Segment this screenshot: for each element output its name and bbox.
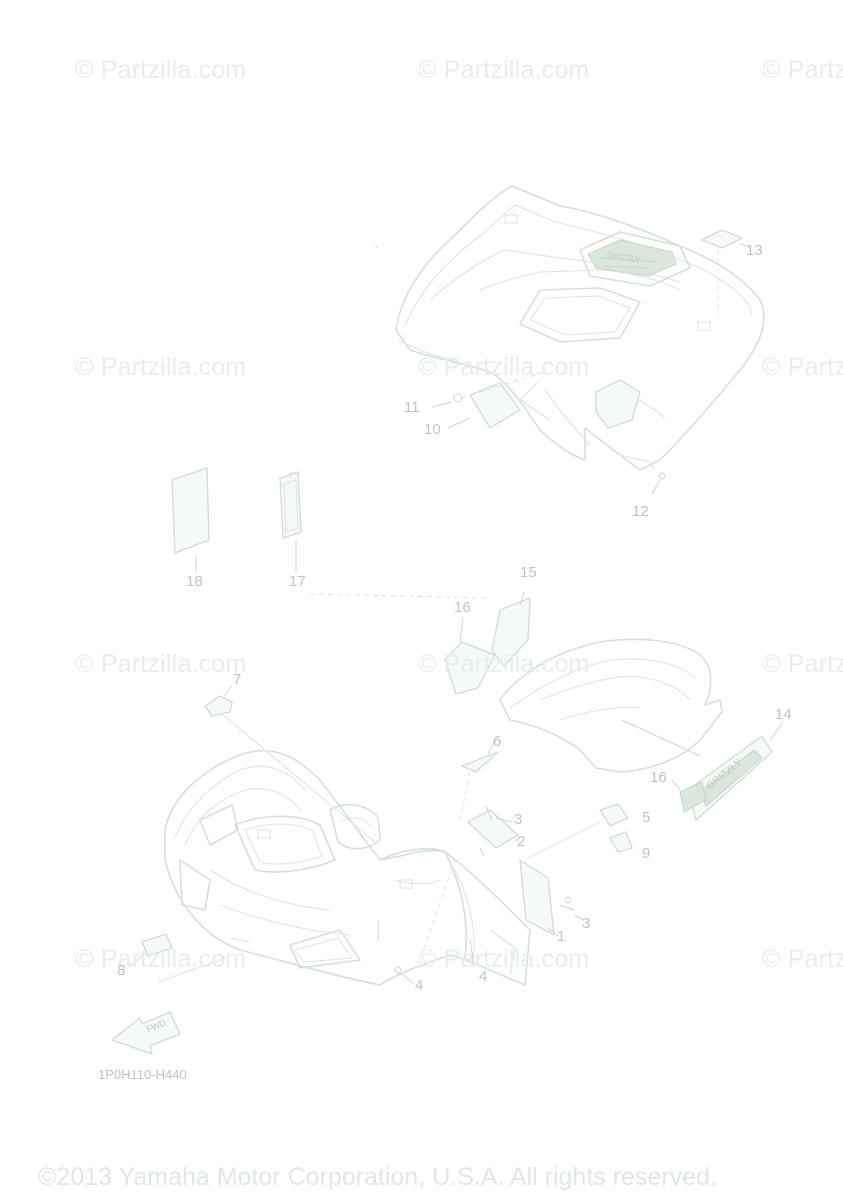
decal-2 — [466, 809, 520, 849]
cover-15 — [491, 597, 531, 668]
rear-fender — [374, 185, 765, 471]
callout-17: 17 — [289, 573, 306, 590]
copyright-notice: ©2013 Yamaha Motor Corporation, U.S.A. A… — [38, 1163, 717, 1191]
callout-1: 1 — [557, 928, 566, 945]
decal-13 — [700, 229, 744, 249]
watermark: © Partzilla.com — [418, 353, 590, 381]
center-panel-14 — [499, 638, 723, 773]
callout-16: 16 — [454, 599, 471, 616]
callout-3: 3 — [582, 915, 591, 932]
guard-1 — [519, 858, 555, 937]
callout-2: 2 — [517, 833, 526, 850]
watermark: © Partzilla.com — [418, 650, 590, 678]
callout-18: 18 — [186, 573, 203, 590]
front-fender — [164, 749, 531, 986]
callout-13: 13 — [746, 242, 763, 259]
watermark: © Partzilla.com — [75, 56, 247, 84]
watermark: © Partz — [762, 56, 843, 84]
watermark: © Partz — [762, 353, 843, 381]
callout-4: 4 — [479, 968, 488, 985]
cap-7 — [204, 695, 233, 717]
decal-6 — [460, 751, 499, 773]
watermark: © Partzilla.com — [418, 56, 590, 84]
callout-8: 8 — [117, 962, 126, 979]
watermark: © Partzilla.com — [75, 650, 247, 678]
callout-14: 14 — [775, 706, 792, 723]
watermark: © Partz — [762, 650, 843, 678]
watermark: © Partz — [762, 945, 843, 973]
diagram-code: 1P0H110-H440 — [98, 1067, 187, 1082]
callout-7: 7 — [233, 671, 242, 688]
decal-16-upper — [444, 641, 496, 695]
watermark: © Partzilla.com — [418, 945, 590, 973]
callout-6: 6 — [493, 733, 502, 750]
callout-10: 10 — [424, 421, 441, 438]
decal-16-lower — [679, 781, 707, 813]
decal-8 — [141, 933, 173, 957]
callout-15: 15 — [520, 564, 537, 581]
callout-4: 4 — [415, 977, 424, 994]
callout-12: 12 — [632, 503, 649, 520]
callout-3: 3 — [514, 811, 523, 828]
callout-11: 11 — [404, 399, 420, 416]
owner-manual-18 — [171, 467, 210, 554]
decal-10 — [469, 382, 521, 429]
callout-5: 5 — [642, 809, 651, 826]
callout-9: 9 — [642, 845, 651, 862]
decal-9 — [609, 831, 633, 853]
watermark: © Partzilla.com — [75, 945, 247, 973]
watermark: © Partzilla.com — [75, 353, 247, 381]
decal-5 — [599, 803, 629, 827]
callout-16: 16 — [650, 769, 667, 786]
fwd-arrow-icon — [110, 1011, 181, 1056]
